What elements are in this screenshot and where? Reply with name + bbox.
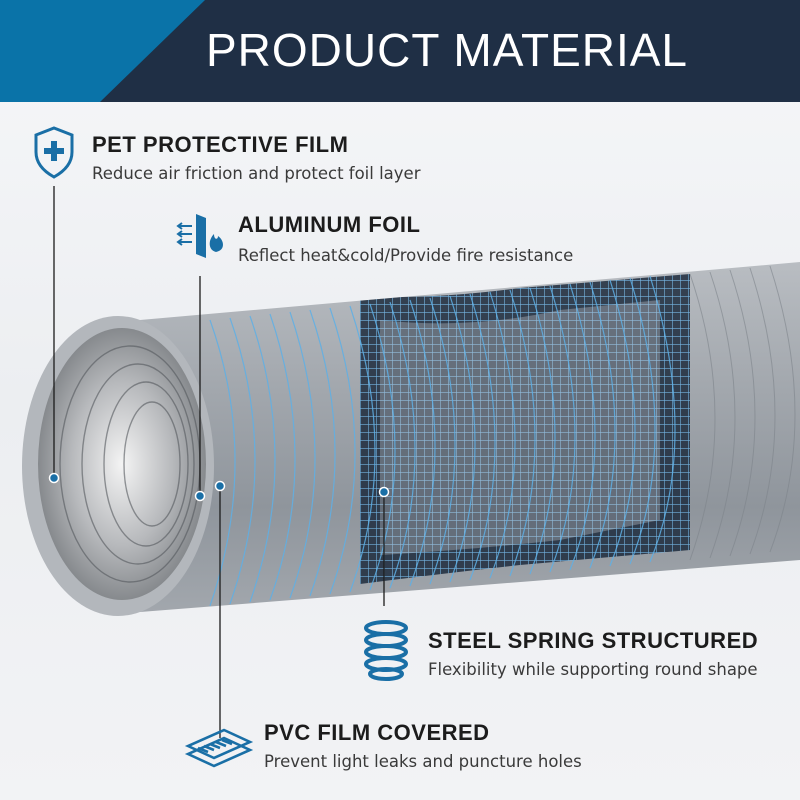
shield-plus-icon	[34, 126, 74, 179]
feature-desc-pvc: Prevent light leaks and puncture holes	[264, 752, 582, 771]
feature-desc-foil: Reflect heat&cold/Provide fire resistanc…	[238, 246, 574, 265]
feature-title-spring: STEEL SPRING STRUCTURED	[428, 628, 759, 653]
callout-dot-pet	[48, 472, 60, 484]
feature-title-pvc: PVC FILM COVERED	[264, 720, 490, 745]
header-accent-stripe	[0, 0, 205, 102]
heat-reflect-flame-icon	[176, 214, 223, 258]
duct-opening-foil	[38, 328, 206, 600]
feature-desc-spring: Flexibility while supporting round shape	[428, 660, 758, 679]
callout-dot-spring	[378, 486, 390, 498]
feature-desc-pet: Reduce air friction and protect foil lay…	[92, 164, 421, 183]
spring-coil-icon	[364, 620, 408, 681]
layered-film-icon	[184, 728, 254, 768]
feature-title-foil: ALUMINUM FOIL	[238, 212, 421, 237]
callout-dot-pvc	[214, 480, 226, 492]
page-title: PRODUCT MATERIAL	[206, 24, 689, 76]
feature-title-pet: PET PROTECTIVE FILM	[92, 132, 349, 157]
callout-dot-foil	[194, 490, 206, 502]
